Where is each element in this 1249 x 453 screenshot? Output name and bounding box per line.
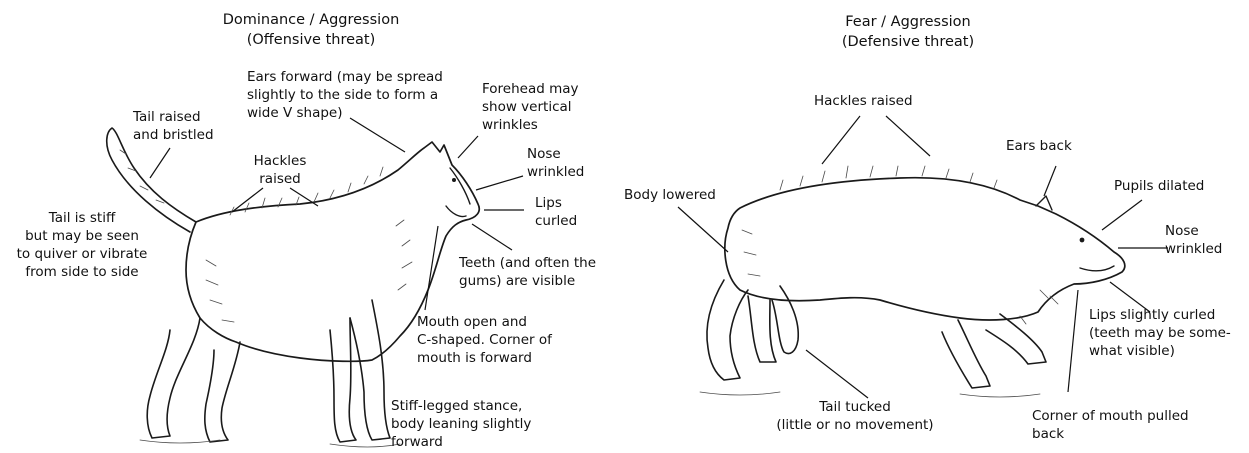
defensive-threat-title: Fear / Aggression (Defensive threat): [808, 12, 1008, 52]
left-dog-mouth: [446, 206, 466, 217]
label-lips-curled: Lips curled: [535, 194, 577, 230]
label-nose-wrinkled-right: Nose wrinkled: [1165, 222, 1222, 258]
left-dog-hind-leg-2: [205, 342, 240, 442]
right-dog-eye: [1080, 238, 1085, 243]
defensive-dog-illustration: [700, 166, 1125, 397]
left-dog-front-leg-1: [350, 300, 390, 440]
label-tail-stiff: Tail is stiff but may be seen to quiver …: [0, 209, 164, 281]
label-ears-back: Ears back: [1006, 137, 1072, 155]
label-hackles-raised-left: Hackles raised: [248, 152, 312, 188]
label-ears-forward: Ears forward (may be spread slightly to …: [247, 68, 443, 122]
label-pupils-dilated: Pupils dilated: [1114, 177, 1204, 195]
offensive-threat-title: Dominance / Aggression (Offensive threat…: [196, 10, 426, 50]
label-teeth-visible: Teeth (and often the gums) are visible: [459, 254, 596, 290]
right-dog-body: [725, 178, 1125, 320]
right-dog-front-leg-2: [942, 320, 990, 388]
label-tail-tucked: Tail tucked (little or no movement): [760, 398, 950, 434]
left-dog-hind-leg-1: [147, 318, 200, 438]
label-lips-slightly-curled: Lips slightly curled (teeth may be some-…: [1089, 306, 1231, 360]
label-corner-mouth-pulled-back: Corner of mouth pulled back: [1032, 407, 1189, 443]
right-dog-hind-leg-2: [748, 296, 776, 362]
left-dog-eye: [452, 178, 456, 182]
label-mouth-open: Mouth open and C-shaped. Corner of mouth…: [417, 313, 552, 367]
label-tail-raised: Tail raised and bristled: [133, 108, 214, 144]
right-dog-front-leg-1: [986, 314, 1046, 364]
label-nose-wrinkled-left: Nose wrinkled: [527, 145, 584, 181]
right-dog-mouth: [1080, 266, 1114, 271]
right-dog-hind-leg-1: [707, 280, 748, 380]
label-hackles-raised-right: Hackles raised: [814, 92, 913, 110]
right-dog-fur-shading: [700, 166, 1058, 397]
left-dog-fur-shading: [120, 150, 412, 447]
label-stiff-legged-stance: Stiff-legged stance, body leaning slight…: [391, 397, 531, 451]
label-forehead-wrinkles: Forehead may show vertical wrinkles: [482, 80, 579, 134]
right-dog-tail: [772, 286, 798, 354]
label-body-lowered: Body lowered: [624, 186, 716, 204]
left-dog-front-leg-2: [330, 318, 356, 442]
